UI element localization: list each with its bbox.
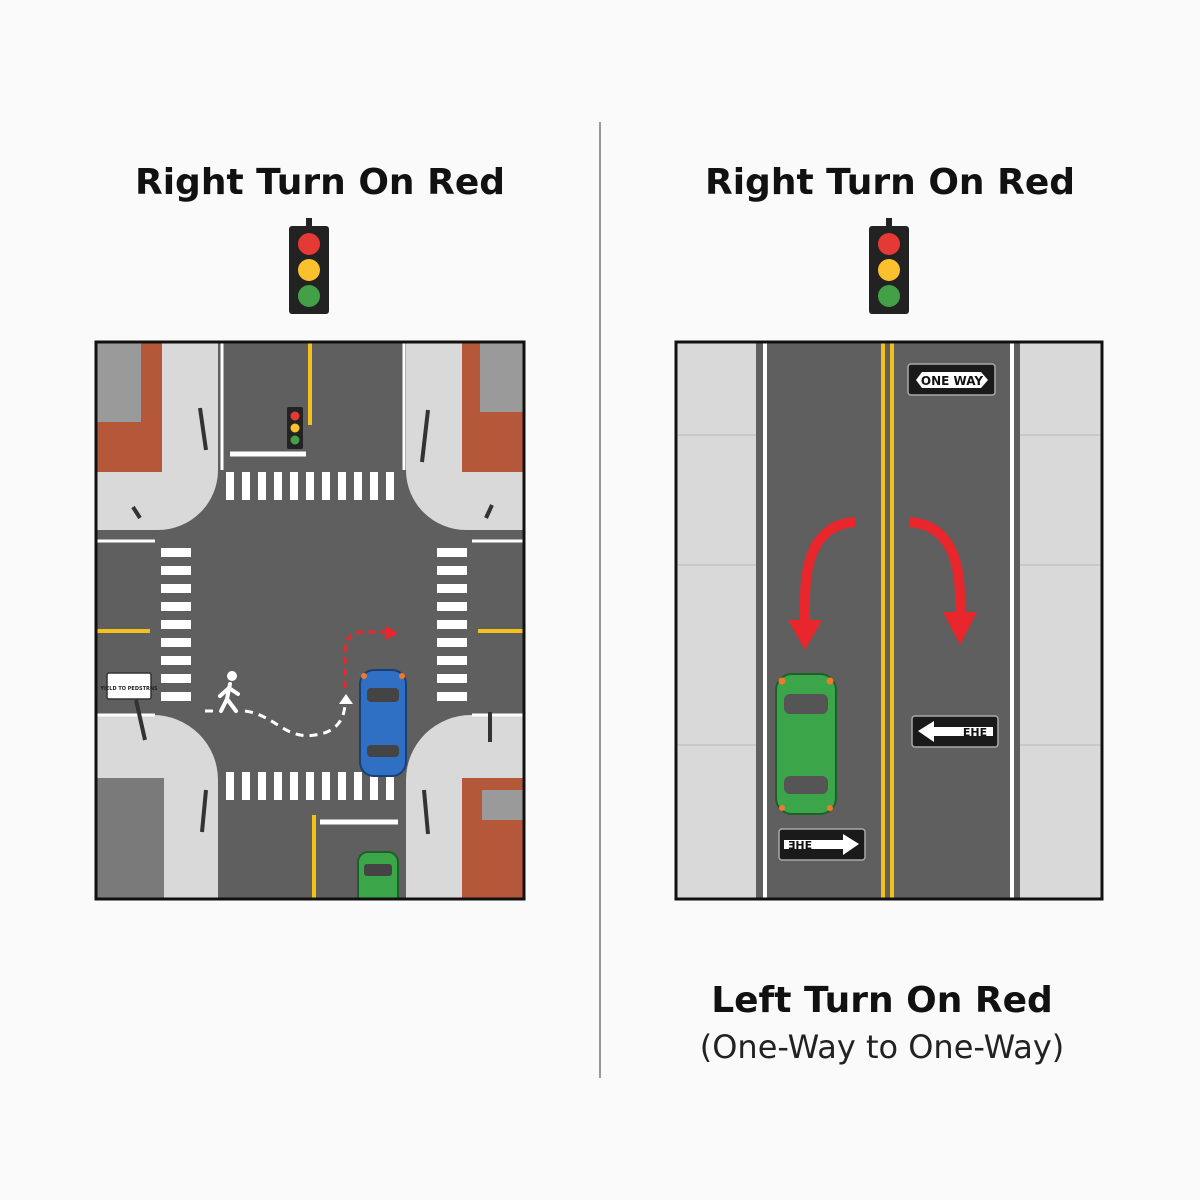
right-title: Right Turn On Red	[704, 162, 1076, 203]
right-turn-arrow	[343, 630, 388, 688]
curved-arrow	[908, 517, 965, 620]
sidewalk-right	[1020, 342, 1102, 899]
pedestrian-icon	[218, 671, 240, 713]
building	[96, 778, 164, 899]
crosswalk	[161, 472, 467, 800]
blue-car	[359, 669, 407, 777]
caption-subtitle: (One-Way to One-Way)	[699, 1028, 1065, 1066]
left-turn-arrow	[800, 517, 856, 625]
green-car	[357, 851, 399, 899]
svg-text:YIELD TO PEDSTRNS: YIELD TO PEDSTRNS	[99, 686, 158, 692]
green-car	[775, 673, 837, 815]
svg-text:ONE WAY: ONE WAY	[921, 374, 983, 388]
intersection-diagram: YIELD TO PEDSTRNS	[94, 340, 526, 901]
one-way-sign-left-arrow: EHE	[911, 715, 999, 748]
caption-title: Left Turn On Red	[711, 980, 1053, 1021]
svg-text:EHE: EHE	[963, 726, 987, 739]
one-way-sign-right-arrow: ƎHE	[778, 828, 866, 861]
pedestrian-path	[205, 701, 347, 738]
one-way-road-diagram: ONE WAY EHE ƎHE	[674, 340, 1104, 901]
yield-to-pedestrians-sign: YIELD TO PEDSTRNS	[99, 672, 158, 700]
one-way-sign: ONE WAY	[907, 363, 996, 396]
traffic-light-icon-right	[869, 218, 909, 314]
left-title: Right Turn On Red	[134, 162, 506, 203]
traffic-light-icon-intersection	[287, 407, 303, 449]
traffic-light-icon-left	[289, 218, 329, 314]
svg-text:ƎHE: ƎHE	[788, 839, 812, 852]
sidewalk-left	[676, 342, 756, 899]
